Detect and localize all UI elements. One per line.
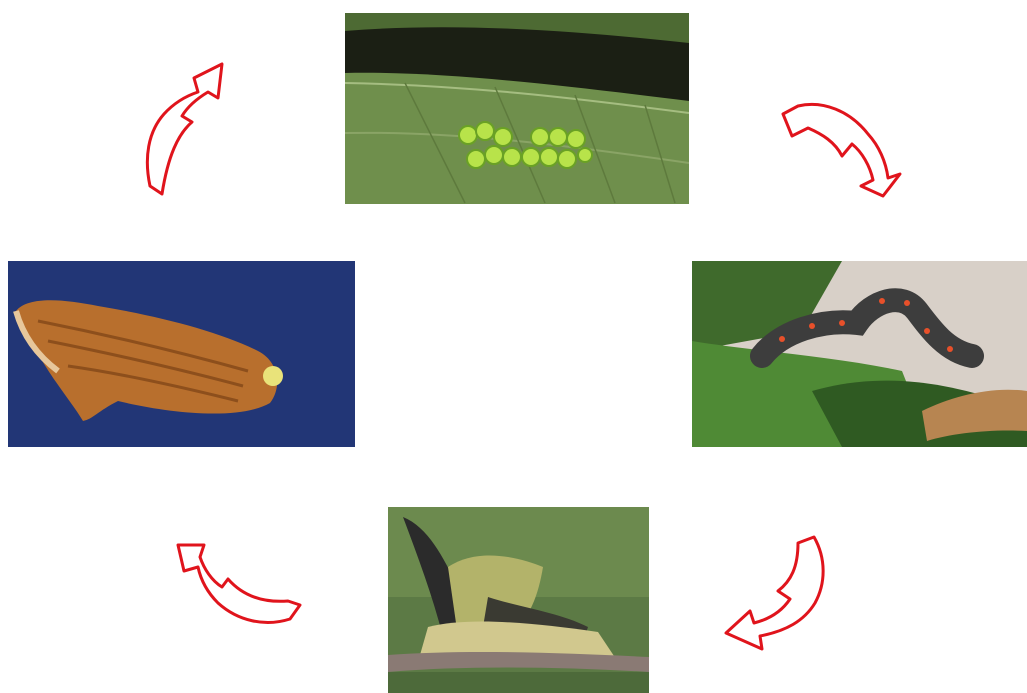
egg-stage-photo (345, 13, 689, 204)
larva-stage-photo (692, 261, 1027, 447)
curved-arrow-icon (778, 96, 908, 204)
curved-arrow-icon (140, 58, 232, 203)
adult-stage-photo (8, 261, 355, 447)
arrow-pupa-to-adult (170, 537, 310, 629)
egg-cluster-image (345, 13, 689, 204)
arrow-larva-to-pupa (720, 533, 835, 655)
moth-image (8, 261, 355, 447)
curved-arrow-icon (720, 533, 835, 655)
curved-arrow-icon (170, 537, 310, 629)
pupa-in-leaves-image (388, 507, 649, 693)
arrow-egg-to-larva (778, 96, 908, 204)
caterpillar-image (692, 261, 1027, 447)
arrow-adult-to-egg (140, 58, 232, 203)
pupa-stage-photo (388, 507, 649, 693)
